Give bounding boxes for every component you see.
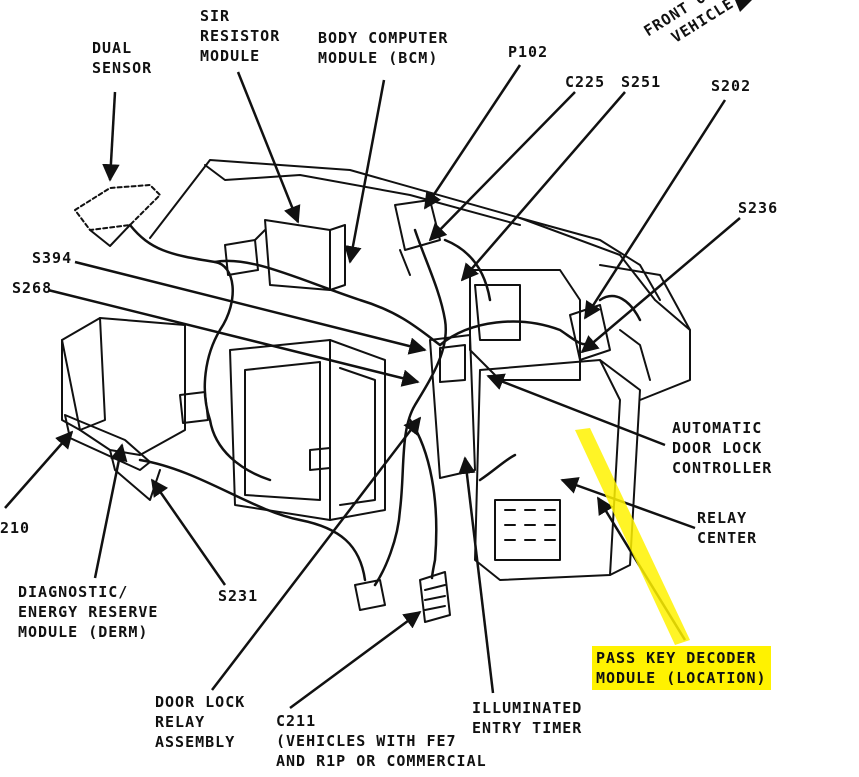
label-adlc-line1: AUTOMATIC [672,419,763,437]
label-s210-text: 210 [0,519,31,537]
label-relay-line1: RELAY [697,509,748,527]
arrow-relay-center [560,477,696,530]
label-c211-line3: AND R1P OR COMMERCIAL [276,752,487,770]
arrow-dual-sensor [102,91,120,182]
label-relay-center: RELAY CENTER [697,508,757,548]
dash-panel-drawing [61,159,691,623]
label-adlc-line2: DOOR LOCK [672,439,763,457]
label-pass-key-line2: MODULE (LOCATION) [596,669,767,687]
label-derm-line3: MODULE (DERM) [18,623,149,641]
label-s202: S202 [711,76,751,96]
label-sir-resistor-module: SIR RESISTOR MODULE [200,6,280,66]
label-pass-key-decoder: PASS KEY DECODER MODULE (LOCATION) [592,646,771,690]
arrow-c211 [289,610,422,710]
label-s251-text: S251 [621,73,662,91]
label-adlc-line3: CONTROLLER [672,459,773,477]
label-p102-text: P102 [508,43,549,61]
arrow-bcm [344,79,386,264]
label-dual-sensor-line2: SENSOR [92,59,153,77]
label-relay-line2: CENTER [697,529,758,547]
label-sir-line2: RESISTOR [200,27,281,45]
label-dual-sensor-line1: DUAL [92,39,133,57]
arrow-door-lock-relay [211,416,422,691]
pass-key-highlight-strip [575,428,690,645]
label-bcm-line2: MODULE (BCM) [318,49,439,67]
label-c211: C211 (VEHICLES WITH FE7 AND R1P OR COMME… [276,711,487,771]
label-s268-text: S268 [12,279,53,297]
label-p102: P102 [508,42,548,62]
arrow-s231 [150,478,227,586]
label-iet-line2: ENTRY TIMER [472,719,583,737]
label-iet-line1: ILLUMINATED [472,699,583,717]
arrow-c225 [428,91,576,242]
arrow-sir-resistor [236,71,301,224]
label-c211-line1: C211 [276,712,317,730]
label-c225: C225 [565,72,605,92]
label-c211-line2: (VEHICLES WITH FE7 [276,732,457,750]
label-s394-text: S394 [32,249,73,267]
label-dlr-line2: RELAY [155,713,206,731]
arrow-derm [93,443,128,579]
label-c225-text: C225 [565,73,606,91]
label-s236-text: S236 [738,199,779,217]
front-direction-arrow [735,0,752,12]
label-dlr-line3: ASSEMBLY [155,733,236,751]
arrow-s394 [74,260,427,355]
arrow-illuminated [458,456,495,694]
label-derm: DIAGNOSTIC/ ENERGY RESERVE MODULE (DERM) [18,582,158,642]
arrow-p102 [423,64,522,210]
label-s251: S251 [621,72,661,92]
label-derm-line2: ENERGY RESERVE [18,603,159,621]
label-pass-key-line1: PASS KEY DECODER [596,649,757,667]
label-s236: S236 [738,198,778,218]
label-s268: S268 [12,278,52,298]
arrow-s251 [460,91,626,282]
label-door-lock-relay-assembly: DOOR LOCK RELAY ASSEMBLY [155,692,245,752]
label-dlr-line1: DOOR LOCK [155,693,246,711]
label-dual-sensor: DUAL SENSOR [92,38,152,78]
label-sir-line3: MODULE [200,47,261,65]
label-s394: S394 [32,248,72,268]
label-bcm-line1: BODY COMPUTER [318,29,449,47]
label-s231-text: S231 [218,587,259,605]
label-bcm: BODY COMPUTER MODULE (BCM) [318,28,448,68]
label-sir-line1: SIR [200,7,231,25]
label-s210: 210 [0,518,30,538]
label-s231: S231 [218,586,258,606]
arrow-adlc [486,373,666,447]
label-s202-text: S202 [711,77,752,95]
arrow-s202 [583,99,727,320]
arrow-s236 [580,217,741,354]
leader-arrows [4,64,741,710]
arrow-s210 [4,430,74,509]
arrow-s268 [47,288,420,387]
label-derm-line1: DIAGNOSTIC/ [18,583,129,601]
label-illuminated-entry-timer: ILLUMINATED ENTRY TIMER [472,698,582,738]
label-automatic-door-lock-controller: AUTOMATIC DOOR LOCK CONTROLLER [672,418,772,478]
